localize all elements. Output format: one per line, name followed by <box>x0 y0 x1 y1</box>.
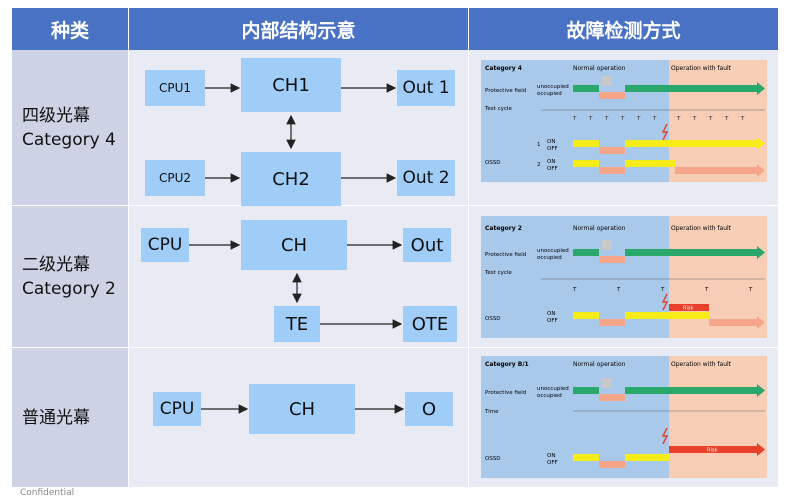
timing-cat2-cell: Category 2 Normal operation Operation wi… <box>469 206 779 348</box>
svg-text:T: T <box>692 116 697 122</box>
svg-text:2: 2 <box>537 162 541 168</box>
ch2-box: CH2 <box>241 152 341 206</box>
svg-text:T: T <box>620 116 625 122</box>
svg-text:Time: Time <box>484 409 499 415</box>
structure-cat4: CPU1 CH1 Out 1 CPU2 CH2 Out 2 <box>129 50 469 206</box>
svg-text:OFF: OFF <box>547 318 558 324</box>
svg-text:T: T <box>708 116 713 122</box>
label-cn: 普通光幕 <box>22 407 90 428</box>
svg-text:ON: ON <box>547 159 555 165</box>
t-test: Test cycle <box>484 106 512 112</box>
svg-text:OFF: OFF <box>547 166 558 172</box>
svg-text:T: T <box>588 116 593 122</box>
cpu2-box: CPU2 <box>145 160 205 196</box>
svg-text:occupied: occupied <box>537 393 562 399</box>
arrows-normal <box>201 404 405 414</box>
svg-text:Operation with fault: Operation with fault <box>671 361 732 368</box>
svg-text:1: 1 <box>537 142 541 148</box>
svg-text:OFF: OFF <box>547 146 558 152</box>
label-en: Category 2 <box>22 278 116 299</box>
fault-lightning-icon <box>661 123 669 141</box>
svg-text:Category B/1: Category B/1 <box>485 361 529 368</box>
svg-text:Risk: Risk <box>707 448 717 454</box>
svg-text:T: T <box>704 287 709 293</box>
svg-text:OSSD: OSSD <box>485 316 501 322</box>
t-fault: Operation with fault <box>671 65 732 72</box>
ch1-box: CH1 <box>241 58 341 112</box>
cpu-box: CPU <box>153 392 201 426</box>
ch-box: CH <box>249 384 355 434</box>
timing-diagram-cat2: Category 2 Normal operation Operation wi… <box>481 216 767 338</box>
cpu-box: CPU <box>141 228 189 262</box>
timing-diagram-b1: Category B/1 Normal operation Operation … <box>481 356 767 478</box>
label-en: Category 4 <box>22 129 116 150</box>
out-box: Out <box>403 228 451 262</box>
o-box: O <box>405 392 453 426</box>
svg-text:T: T <box>572 287 577 293</box>
header-type: 种类 <box>12 8 129 50</box>
ote-box: OTE <box>403 306 457 342</box>
svg-text:OSSD: OSSD <box>485 160 501 166</box>
svg-text:T: T <box>636 116 641 122</box>
svg-text:Test cycle: Test cycle <box>484 270 512 276</box>
structure-normal: CPU CH O <box>129 348 469 488</box>
header-structure: 内部结构示意 <box>129 8 469 50</box>
svg-text:ON: ON <box>547 453 555 459</box>
timing-diagram-cat4: Category 4 Normal operation Operation wi… <box>481 60 767 182</box>
svg-text:Operation with fault: Operation with fault <box>671 225 732 232</box>
svg-text:T: T <box>652 116 657 122</box>
svg-text:T: T <box>604 116 609 122</box>
out1-box: Out 1 <box>397 70 455 106</box>
svg-text:Protective field: Protective field <box>485 252 526 258</box>
t-normal: Normal operation <box>573 65 626 72</box>
svg-text:T: T <box>616 287 621 293</box>
t-unocc: unoccupied <box>537 84 569 90</box>
svg-text:Normal operation: Normal operation <box>573 225 626 232</box>
svg-text:Protective field: Protective field <box>485 390 526 396</box>
cpu1-box: CPU1 <box>145 70 205 106</box>
row-label-normal: 普通光幕 <box>12 348 129 488</box>
out2-box: Out 2 <box>397 160 455 196</box>
arrows-cat4 <box>205 83 397 183</box>
svg-text:OSSD: OSSD <box>485 456 501 462</box>
t-protective: Protective field <box>485 88 526 94</box>
timing-cat4-cell: Category 4 Normal operation Operation wi… <box>469 50 779 206</box>
t-title: Category 4 <box>485 65 522 72</box>
structure-cat2: CPU CH Out TE OTE <box>129 206 469 348</box>
arrows-cat2 <box>189 240 403 329</box>
header-detection: 故障检测方式 <box>469 8 779 50</box>
svg-text:T: T <box>748 287 753 293</box>
svg-text:T: T <box>740 116 745 122</box>
svg-text:T: T <box>676 116 681 122</box>
footer-text: Confidential <box>20 488 75 498</box>
svg-text:T: T <box>572 116 577 122</box>
te-box: TE <box>274 306 320 342</box>
svg-text:ON: ON <box>547 139 555 145</box>
svg-text:ON: ON <box>547 311 555 317</box>
row-label-cat4: 四级光幕 Category 4 <box>12 50 129 206</box>
t-occ: occupied <box>537 91 562 97</box>
label-cn: 四级光幕 <box>22 105 90 126</box>
svg-text:Category 2: Category 2 <box>485 225 522 232</box>
comparison-table: 种类 内部结构示意 故障检测方式 四级光幕 Category 4 CPU1 CH… <box>12 8 779 493</box>
fault-lightning-icon <box>661 293 669 311</box>
svg-text:T: T <box>660 287 665 293</box>
svg-text:unoccupied: unoccupied <box>537 386 569 392</box>
svg-text:OFF: OFF <box>547 460 558 466</box>
ch-box: CH <box>241 220 347 270</box>
svg-text:unoccupied: unoccupied <box>537 248 569 254</box>
svg-text:Normal operation: Normal operation <box>573 361 626 368</box>
svg-text:occupied: occupied <box>537 255 562 261</box>
label-cn: 二级光幕 <box>22 254 90 275</box>
row-label-cat2: 二级光幕 Category 2 <box>12 206 129 348</box>
svg-text:Risk: Risk <box>683 306 693 312</box>
timing-normal-cell: Category B/1 Normal operation Operation … <box>469 348 779 488</box>
svg-text:T: T <box>724 116 729 122</box>
fault-lightning-icon <box>661 427 669 445</box>
